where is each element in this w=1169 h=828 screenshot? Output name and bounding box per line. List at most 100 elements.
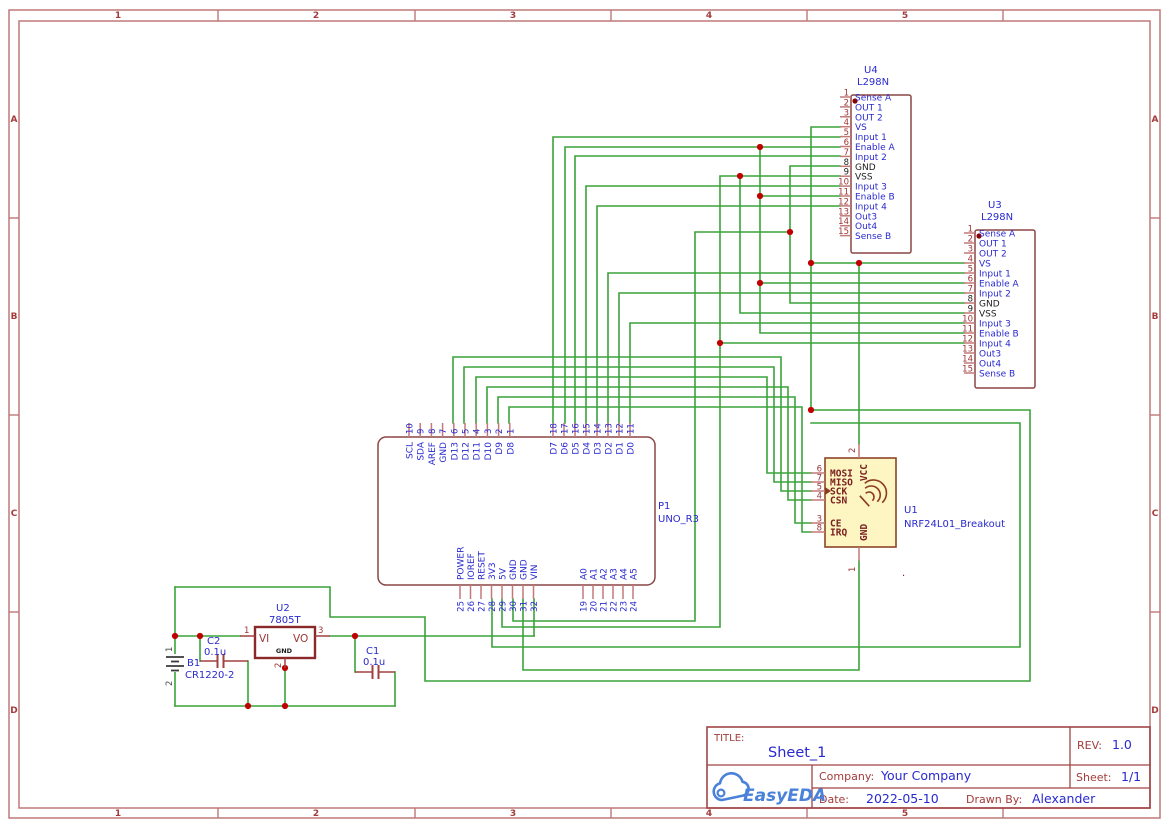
pin-name: D1 <box>616 442 626 455</box>
wire[interactable] <box>629 322 965 424</box>
u3-ref[interactable]: U3 <box>988 200 1002 211</box>
u4-value[interactable]: L298N <box>857 77 889 88</box>
component-c2[interactable]: C2 0.1u <box>200 636 248 668</box>
wire[interactable] <box>522 560 860 671</box>
pin-number: 1 <box>848 567 858 572</box>
u4-ref[interactable]: U4 <box>864 65 878 76</box>
pin-name: D13 <box>450 442 460 460</box>
pin-number: 6 <box>844 138 849 148</box>
u1-ref[interactable]: U1 <box>904 505 918 516</box>
junction-dot <box>196 632 204 640</box>
wires-layer <box>174 126 1031 707</box>
u4-body[interactable] <box>850 94 912 254</box>
pin-name: 3V3 <box>488 562 498 580</box>
wire[interactable] <box>585 185 841 424</box>
junction-dot <box>756 143 764 151</box>
pin-name: VSS <box>979 310 997 320</box>
pin-name: 13 <box>605 423 615 434</box>
junction-dot <box>786 228 794 236</box>
drawn-by-value[interactable]: Alexander <box>1032 791 1096 806</box>
c1-value[interactable]: 0.1u <box>363 657 385 668</box>
u2-ref[interactable]: U2 <box>276 603 290 614</box>
pin-name: VCC <box>859 464 870 481</box>
wire[interactable] <box>739 175 965 314</box>
pin-number: 8 <box>817 524 822 534</box>
wire[interactable] <box>508 406 812 533</box>
wire[interactable] <box>552 136 841 424</box>
c2-value[interactable]: 0.1u <box>204 647 226 658</box>
wire[interactable] <box>596 205 841 424</box>
wire[interactable] <box>618 292 965 424</box>
p1-value[interactable]: UNO_R3 <box>658 514 699 525</box>
wire[interactable] <box>607 272 965 424</box>
pin-name: Input 1 <box>979 270 1011 280</box>
p1-ref[interactable]: P1 <box>658 501 670 512</box>
pin-name: 5V <box>499 567 509 580</box>
b1-ref[interactable]: B1 <box>187 658 200 669</box>
date-value[interactable]: 2022-05-10 <box>866 791 939 806</box>
pin-name: Input 1 <box>855 133 887 143</box>
pin-name: 5 <box>462 429 472 434</box>
wire[interactable] <box>463 366 812 483</box>
u2-value[interactable]: 7805T <box>269 615 301 626</box>
pin-number: 8 <box>968 295 973 305</box>
frame-column-label: 1 <box>115 11 121 21</box>
component-p1[interactable]: P1 UNO_R3 10SCL9SDA8AREF7GND6D135D124D11… <box>377 423 699 612</box>
sheet-value[interactable]: 1/1 <box>1121 769 1141 784</box>
c2-symbol[interactable] <box>200 654 248 668</box>
pin-name: GND <box>855 163 876 173</box>
pin-number: 7 <box>844 148 849 158</box>
sheet-title[interactable]: Sheet_1 <box>768 745 826 761</box>
wire[interactable] <box>475 376 812 474</box>
pin-name: OUT 2 <box>855 113 883 123</box>
pin-name: A0 <box>580 568 590 580</box>
pin-name: RESET <box>478 551 488 580</box>
wire[interactable] <box>574 155 841 424</box>
c2-ref[interactable]: C2 <box>207 636 220 647</box>
component-c1[interactable]: C1 0.1u <box>355 646 395 679</box>
b1-value[interactable]: CR1220-2 <box>185 670 234 681</box>
pin-name: OUT 1 <box>979 240 1007 250</box>
rev-value[interactable]: 1.0 <box>1112 737 1132 752</box>
pin-number: 1 <box>844 89 849 99</box>
pin-name: VSS <box>855 173 873 183</box>
b1-plates[interactable] <box>166 656 184 672</box>
rev-label: REV: <box>1077 739 1102 752</box>
u2-body[interactable] <box>253 625 317 660</box>
u3-body[interactable] <box>974 229 1036 389</box>
pin-number: 11 <box>838 188 849 198</box>
component-b1[interactable]: 1 2 B1 CR1220-2 <box>165 647 234 686</box>
wire[interactable] <box>810 126 841 411</box>
wire[interactable] <box>512 231 791 622</box>
p1-body[interactable] <box>377 436 656 586</box>
title-block-border <box>706 726 1151 809</box>
pin-number: 9 <box>844 168 849 178</box>
c1-ref[interactable]: C1 <box>366 646 379 657</box>
wire[interactable] <box>564 146 841 424</box>
c1-symbol[interactable] <box>355 665 395 679</box>
wire[interactable] <box>452 356 812 492</box>
wire[interactable] <box>174 409 1031 682</box>
wire[interactable] <box>759 146 965 334</box>
frame-row-label: C <box>1152 509 1159 519</box>
pin-name: Enable A <box>979 280 1020 290</box>
frame-row-label: A <box>1152 115 1159 125</box>
pin-name: GND <box>979 300 1000 310</box>
frame-column-label: 2 <box>313 11 319 21</box>
u2-vi-label: VI <box>259 633 269 645</box>
pin-number: 3 <box>817 515 822 525</box>
u1-value[interactable]: NRF24L01_Breakout <box>904 519 1005 530</box>
company-value[interactable]: Your Company <box>880 768 972 783</box>
wire[interactable] <box>491 422 1021 648</box>
u1-body[interactable] <box>824 457 897 548</box>
component-u2[interactable]: U2 7805T VI VO GND 1 3 2 <box>240 603 330 668</box>
pin-name: Enable B <box>979 330 1019 340</box>
pin-number: 5 <box>844 128 849 138</box>
title-label: TITLE: <box>713 733 744 744</box>
wire[interactable] <box>497 396 812 524</box>
u3-value[interactable]: L298N <box>981 212 1013 223</box>
